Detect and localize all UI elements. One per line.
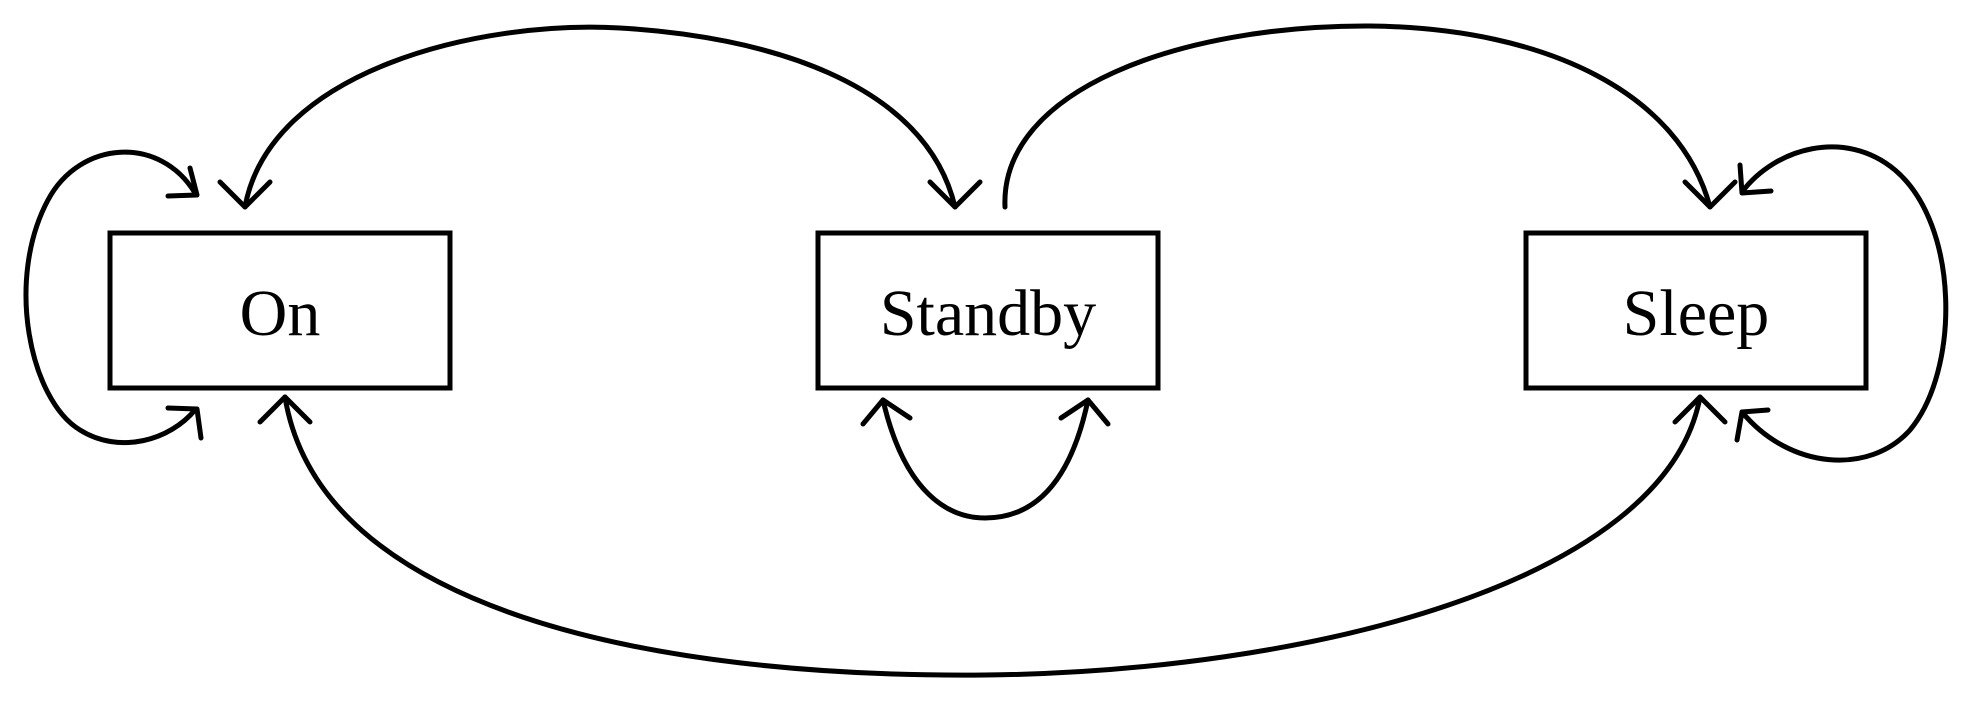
state-standby-label: Standby	[880, 277, 1096, 350]
arrowhead-bottom-arc-at-on	[257, 394, 313, 425]
arrowhead-on-self-loop-top	[165, 165, 200, 199]
edge-on-standby-top	[242, 24, 958, 210]
arrowhead-top-arc-at-standby	[927, 179, 983, 210]
state-on-box	[107, 230, 453, 391]
edge-on-self-loop	[23, 149, 198, 446]
state-standby-box	[815, 230, 1161, 391]
arrowhead-standby-self-loop-right	[1058, 397, 1111, 427]
edge-sleep-self-loop	[1739, 144, 1949, 463]
arrowhead-top-arc-at-on	[217, 179, 273, 210]
edge-standby-sleep-top	[1002, 23, 1713, 210]
arrowhead-standby-sleep-at-sleep	[1682, 179, 1738, 210]
arrowhead-on-self-loop-bottom	[165, 405, 204, 441]
edge-sleep-on-bottom	[282, 394, 1703, 678]
state-sleep: Sleep	[1523, 230, 1869, 391]
edge-standby-self-loop	[880, 397, 1091, 521]
state-sleep-label: Sleep	[1623, 277, 1770, 350]
arrowhead-sleep-self-loop-top	[1737, 162, 1774, 196]
state-standby: Standby	[815, 230, 1161, 391]
arrowhead-bottom-arc-at-sleep	[1672, 394, 1728, 425]
arrowhead-sleep-self-loop-bottom	[1734, 407, 1771, 443]
state-on-label: On	[240, 277, 321, 350]
state-on: On	[107, 230, 453, 391]
transitions	[23, 23, 1949, 678]
arrowhead-standby-self-loop-left	[860, 397, 913, 427]
state-sleep-box	[1523, 230, 1869, 391]
